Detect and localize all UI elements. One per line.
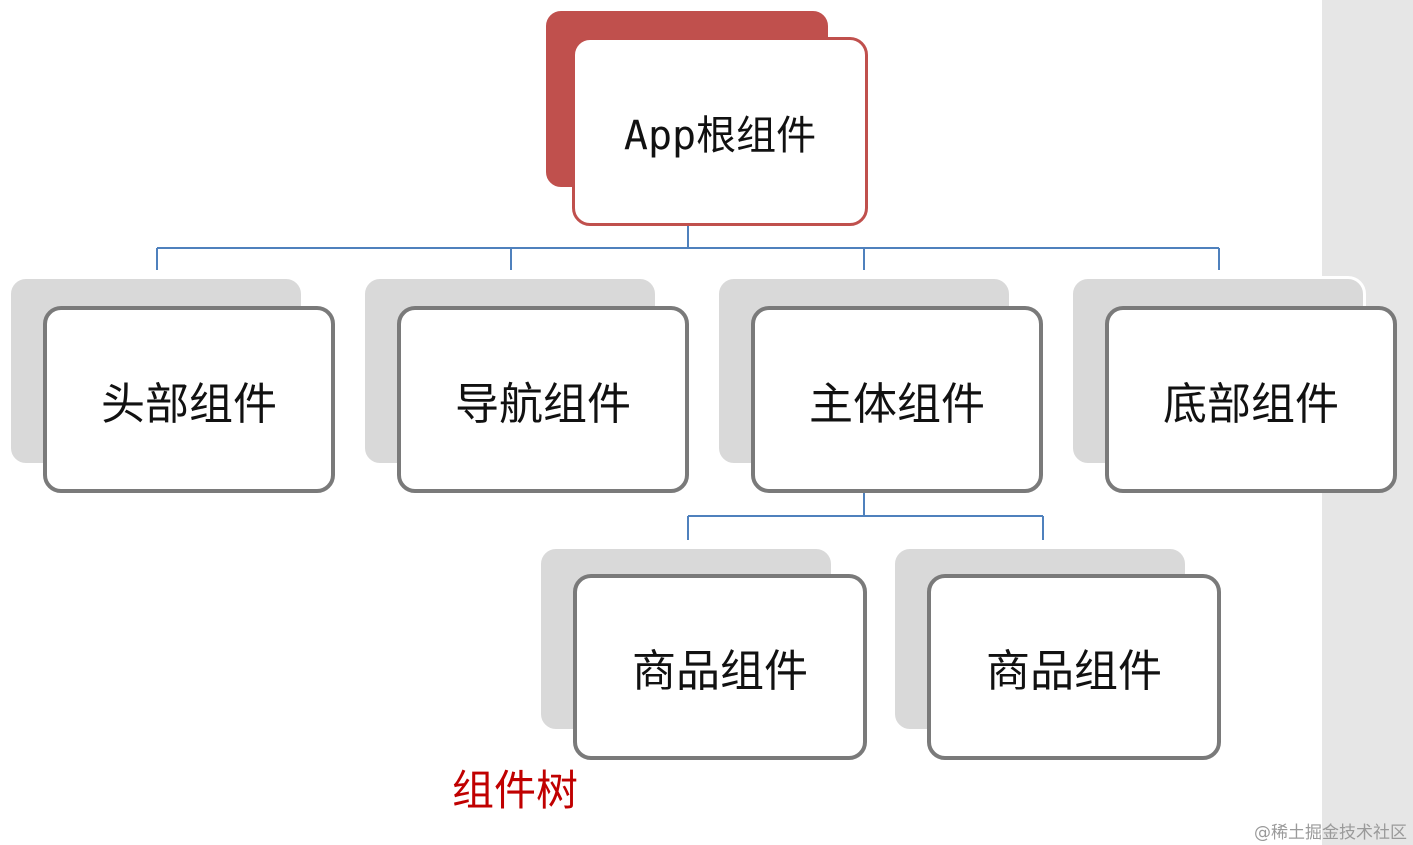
node-header-box: 头部组件 [43, 306, 335, 493]
node-footer-box: 底部组件 [1105, 306, 1397, 493]
node-navigation-box: 导航组件 [397, 306, 689, 493]
node-product-1-label: 商品组件 [632, 646, 808, 697]
node-main-body-box: 主体组件 [751, 306, 1043, 493]
node-product-1-box: 商品组件 [573, 574, 867, 760]
node-root-label: App根组件 [623, 112, 817, 159]
node-header-label: 头部组件 [101, 378, 277, 430]
node-main-body-label: 主体组件 [809, 378, 985, 430]
diagram-caption: 组件树 [452, 766, 579, 815]
node-navigation-label: 导航组件 [455, 378, 631, 430]
node-footer-label: 底部组件 [1163, 378, 1339, 430]
node-product-2-label: 商品组件 [986, 646, 1162, 697]
watermark-text: @稀土掘金技术社区 [1254, 823, 1407, 843]
node-root-box: App根组件 [572, 37, 868, 226]
node-product-2-box: 商品组件 [927, 574, 1221, 760]
